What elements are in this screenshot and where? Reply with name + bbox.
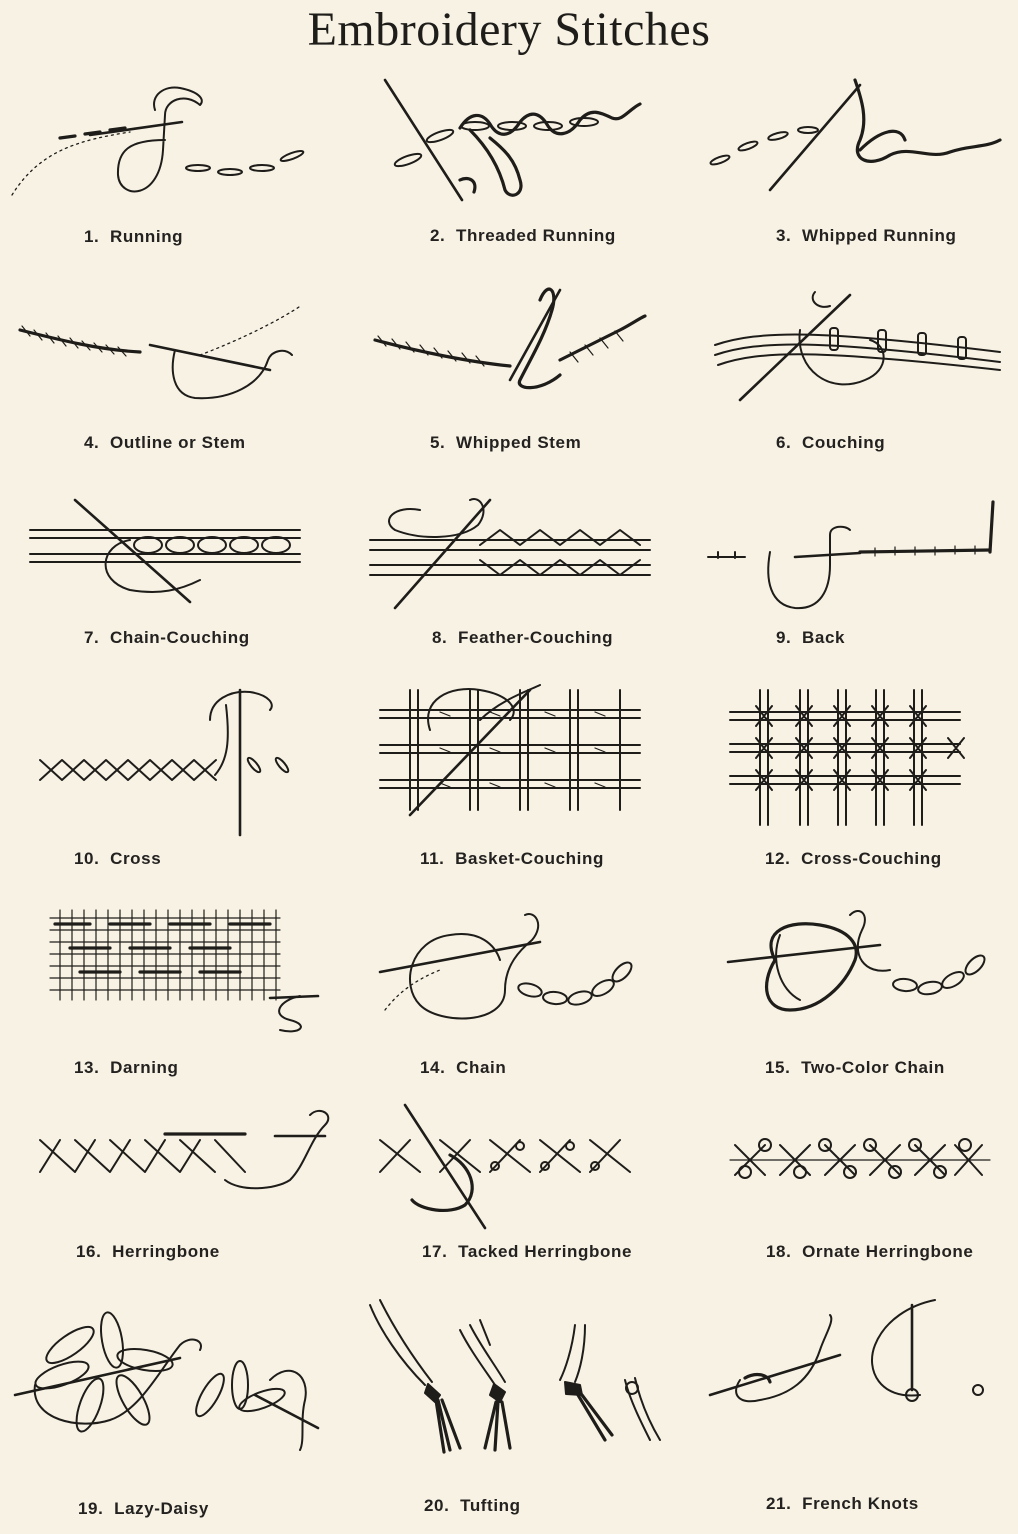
stitch-label-11: 11. Basket-Couching (420, 849, 604, 868)
chain-couching-illustration (29, 498, 301, 604)
stitch-label-10: 10. Cross (74, 849, 162, 868)
darning-illustration (49, 909, 320, 1033)
stitch-label-2: 2. Threaded Running (430, 226, 616, 245)
stitch-label-1: 1. Running (84, 227, 184, 246)
feather-couching-illustration (369, 498, 651, 610)
stitch-label-18: 18. Ornate Herringbone (766, 1242, 974, 1261)
french-knots-illustration (708, 1299, 984, 1403)
whipped-stem-illustration (373, 287, 647, 390)
whipped-running-illustration (709, 78, 1002, 192)
stitch-label-7: 7. Chain-Couching (84, 628, 250, 647)
stitch-label-20: 20. Tufting (424, 1496, 521, 1515)
ornate-herringbone-illustration (729, 1138, 991, 1179)
cross-couching-illustration (729, 689, 965, 826)
stitch-label-21: 21. French Knots (766, 1494, 919, 1513)
lazy-daisy-illustration (13, 1311, 320, 1451)
stitch-label-4: 4. Outline or Stem (84, 433, 246, 452)
page-title: Embroidery Stitches (307, 3, 711, 56)
threaded-running-illustration (383, 78, 642, 202)
stitch-label-13: 13. Darning (74, 1058, 179, 1077)
two-color-chain-illustration (726, 910, 986, 1012)
running-stitch-illustration (11, 86, 305, 196)
basket-couching-illustration (379, 684, 641, 817)
stitch-label-12: 12. Cross-Couching (765, 849, 942, 868)
stitch-label-3: 3. Whipped Running (776, 226, 957, 245)
stitch-label-9: 9. Back (776, 628, 846, 647)
stitch-label-5: 5. Whipped Stem (430, 433, 582, 452)
stitch-label-16: 16. Herringbone (76, 1242, 220, 1261)
stitch-label-6: 6. Couching (776, 433, 886, 452)
back-stitch-illustration (707, 500, 995, 610)
couching-illustration (714, 291, 1001, 402)
stitch-label-19: 19. Lazy-Daisy (78, 1499, 209, 1518)
chain-stitch-illustration (378, 913, 633, 1020)
cross-stitch-illustration (39, 688, 290, 837)
outline-stem-illustration (18, 304, 303, 400)
stitch-label-8: 8. Feather-Couching (432, 628, 614, 647)
tacked-herringbone-illustration (379, 1103, 631, 1230)
tufting-illustration (369, 1299, 661, 1454)
stitch-label-14: 14. Chain (420, 1058, 507, 1077)
herringbone-illustration (39, 1109, 330, 1190)
stitch-label-15: 15. Two-Color Chain (765, 1058, 945, 1077)
stitch-label-17: 17. Tacked Herringbone (422, 1242, 633, 1261)
